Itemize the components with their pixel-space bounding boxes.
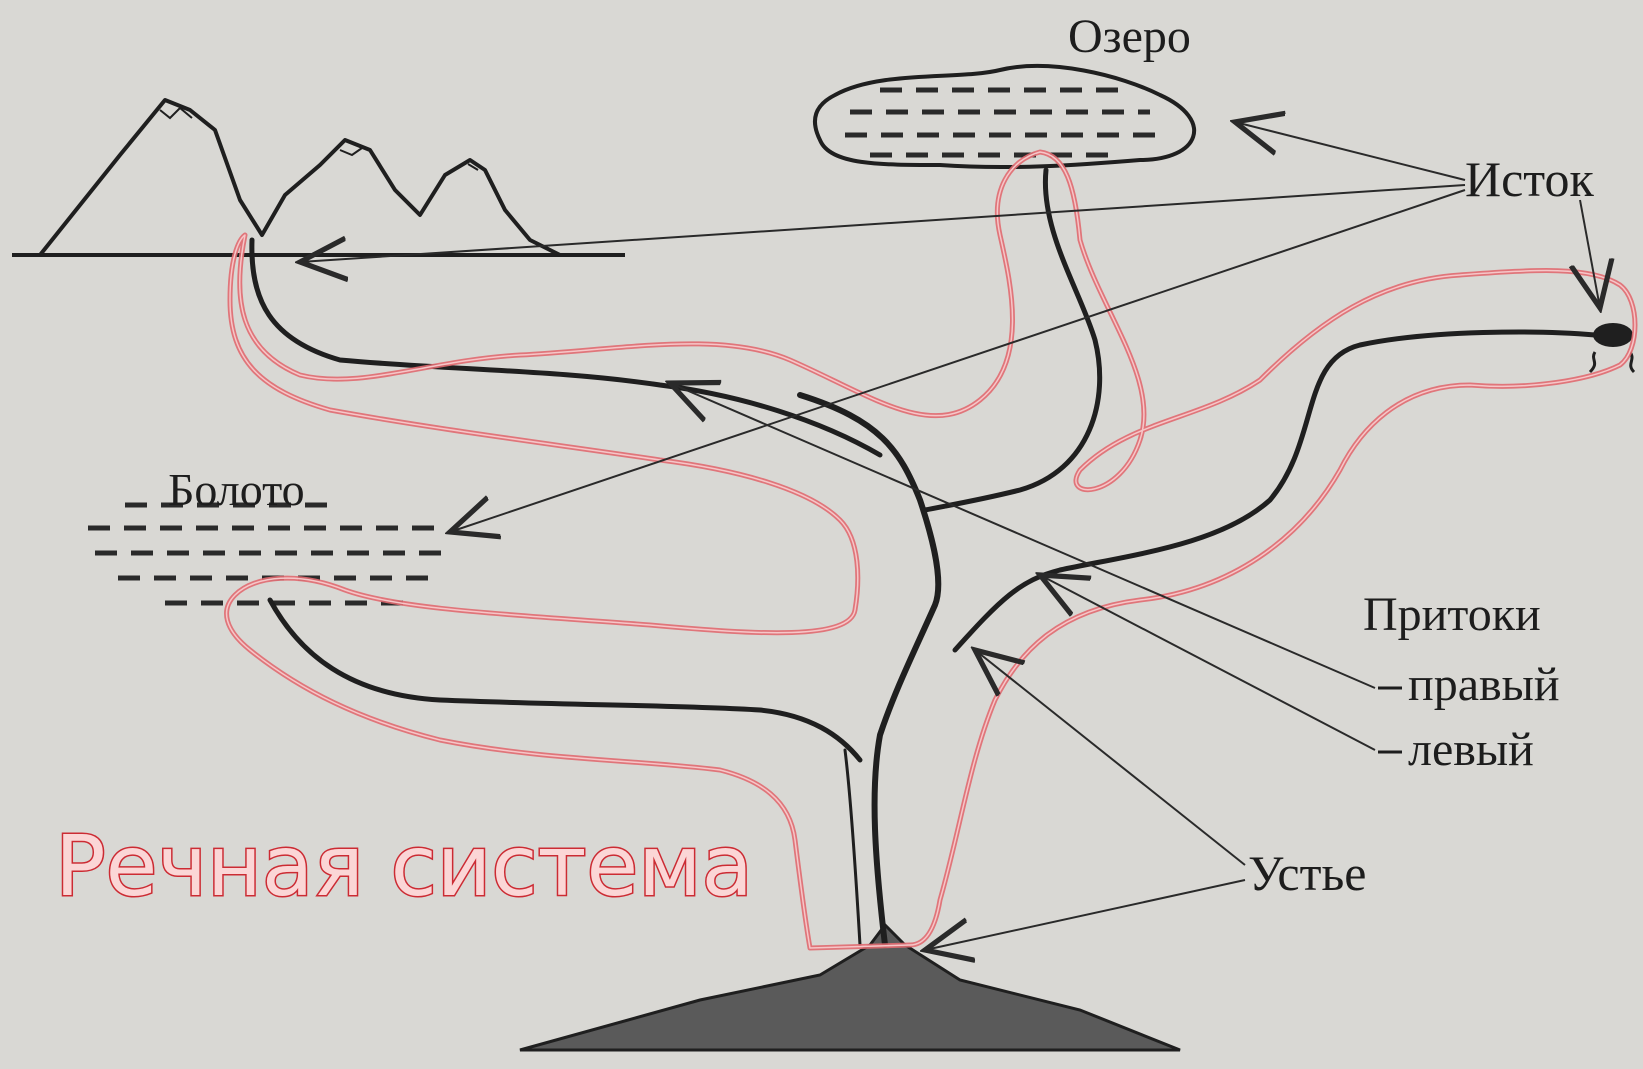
label-lake: Озеро xyxy=(1068,10,1191,63)
pointer-mouth-upper xyxy=(975,650,1245,865)
label-tributaries: Притоки xyxy=(1363,588,1541,641)
delta-ground xyxy=(520,925,1180,1050)
pointer-mouth-lower xyxy=(925,880,1245,950)
pointer-source-spring xyxy=(1580,200,1600,308)
label-right-tributary: правый xyxy=(1408,658,1560,711)
spring xyxy=(1590,323,1634,372)
label-mouth: Устье xyxy=(1248,845,1366,901)
label-left-tributary: левый xyxy=(1408,723,1534,776)
pointer-source-lake xyxy=(1235,122,1465,180)
lake xyxy=(815,66,1194,167)
label-source: Исток xyxy=(1465,151,1594,207)
pointer-tributary-left xyxy=(1040,575,1375,750)
swamp xyxy=(88,505,445,603)
mountains xyxy=(12,100,625,255)
page-title: Речная система xyxy=(55,817,753,915)
pointer-tributary-right xyxy=(670,383,1375,688)
pointer-source-mountain xyxy=(300,185,1465,262)
label-swamp: Болото xyxy=(168,464,305,515)
